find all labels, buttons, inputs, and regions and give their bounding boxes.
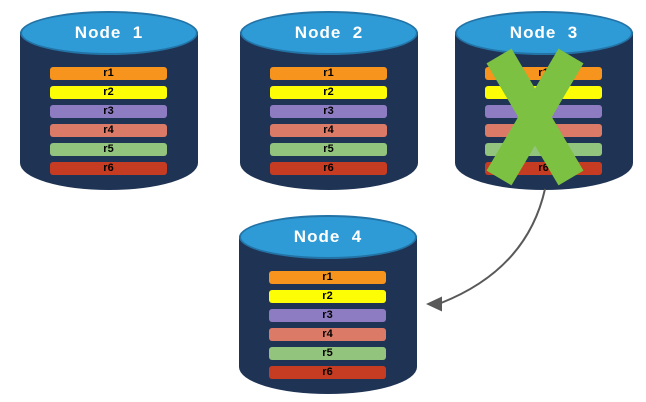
record-bar-r6: r6 xyxy=(485,162,602,175)
record-bar-r4: r4 xyxy=(270,124,387,137)
record-bar-r1: r1 xyxy=(269,271,386,284)
transfer-arrow xyxy=(426,188,546,312)
record-bar-r2: r2 xyxy=(50,86,167,99)
record-bar-r3: r3 xyxy=(485,105,602,118)
node-3-records: r1 r2 r3 r4 r5 r6 xyxy=(485,67,602,175)
node-1-records: r1 r2 r3 r4 r5 r6 xyxy=(50,67,167,175)
record-bar-r5: r5 xyxy=(270,143,387,156)
node-4-cylinder-top: Node 4 xyxy=(239,215,417,259)
record-bar-r1: r1 xyxy=(270,67,387,80)
node-1-label: Node 1 xyxy=(74,23,144,42)
record-bar-r2: r2 xyxy=(270,86,387,99)
node-3: Node 3 r1 r2 r3 r4 r5 r6 xyxy=(455,8,633,191)
record-bar-r5: r5 xyxy=(485,143,602,156)
node-1-cylinder-top: Node 1 xyxy=(20,11,198,55)
record-bar-r4: r4 xyxy=(485,124,602,137)
record-bar-r4: r4 xyxy=(269,328,386,341)
record-bar-r4: r4 xyxy=(50,124,167,137)
node-4-records: r1 r2 r3 r4 r5 r6 xyxy=(269,271,386,379)
node-2-records: r1 r2 r3 r4 r5 r6 xyxy=(270,67,387,175)
record-bar-r2: r2 xyxy=(269,290,386,303)
node-4-label: Node 4 xyxy=(293,227,363,246)
record-bar-r3: r3 xyxy=(270,105,387,118)
record-bar-r2: r2 xyxy=(485,86,602,99)
record-bar-r6: r6 xyxy=(269,366,386,379)
node-4: Node 4 r1 r2 r3 r4 r5 r6 xyxy=(239,212,417,395)
node-2-cylinder-top: Node 2 xyxy=(240,11,418,55)
record-bar-r6: r6 xyxy=(270,162,387,175)
record-bar-r3: r3 xyxy=(50,105,167,118)
record-bar-r6: r6 xyxy=(50,162,167,175)
record-bar-r1: r1 xyxy=(485,67,602,80)
node-3-cylinder-top: Node 3 xyxy=(455,11,633,55)
record-bar-r5: r5 xyxy=(269,347,386,360)
node-2-label: Node 2 xyxy=(294,23,364,42)
node-3-label: Node 3 xyxy=(509,23,579,42)
node-1: Node 1 r1 r2 r3 r4 r5 r6 xyxy=(20,8,198,191)
record-bar-r3: r3 xyxy=(269,309,386,322)
node-2: Node 2 r1 r2 r3 r4 r5 r6 xyxy=(240,8,418,191)
record-bar-r1: r1 xyxy=(50,67,167,80)
record-bar-r5: r5 xyxy=(50,143,167,156)
